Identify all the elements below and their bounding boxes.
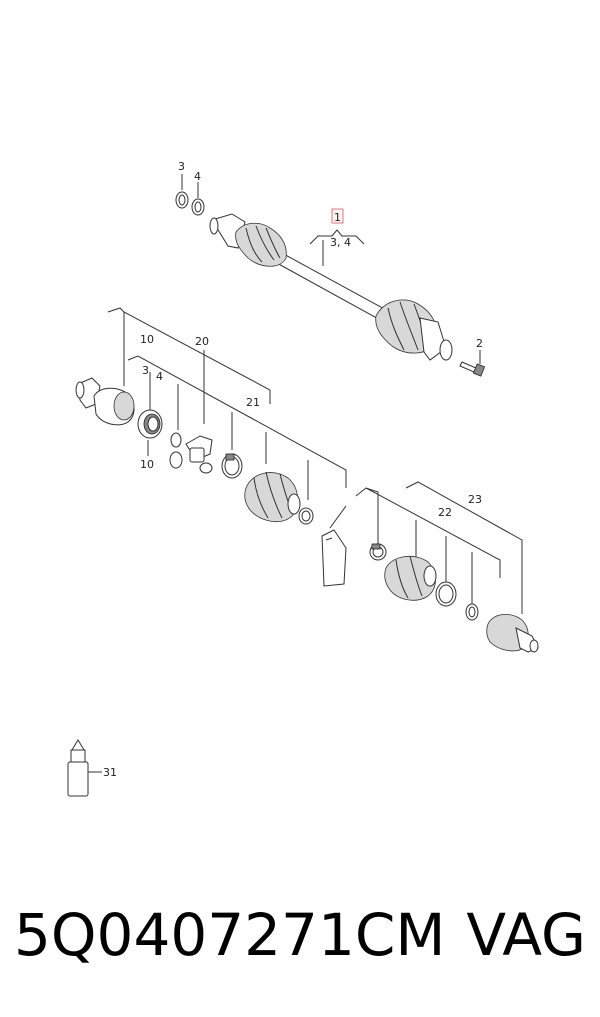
callout-1-highlight[interactable] bbox=[331, 208, 344, 224]
inner-clamp bbox=[369, 543, 387, 561]
inner-cv-joint bbox=[486, 614, 539, 653]
footer: 5Q0407271CM VAG bbox=[0, 895, 600, 975]
callout-4-top: 4 bbox=[194, 170, 201, 183]
cv-boot-inner bbox=[384, 555, 437, 601]
tripod-hub bbox=[185, 435, 213, 474]
outer-cv-joint bbox=[75, 377, 135, 426]
callout-10-top: 10 bbox=[140, 333, 154, 346]
callout-31: 31 bbox=[103, 766, 117, 779]
brand-label: VAG bbox=[466, 901, 586, 969]
exploded-parts-diagram: 1 3, 4 3 4 2 10 20 bbox=[67, 160, 539, 797]
part-number: 5Q0407271CM bbox=[14, 901, 446, 969]
grease-tube bbox=[321, 505, 347, 587]
hose-clamp bbox=[221, 453, 243, 479]
large-clamp bbox=[435, 581, 457, 607]
bolt-2: 2 bbox=[459, 337, 486, 377]
callout-10-bottom: 10 bbox=[140, 458, 154, 471]
seal-ring bbox=[465, 603, 479, 621]
callout-2: 2 bbox=[476, 337, 483, 350]
cv-boot-outer bbox=[244, 471, 301, 523]
callout-3-top: 3 bbox=[178, 160, 185, 173]
callout-1: 1 bbox=[334, 211, 341, 224]
circlip-3-top: 3 bbox=[175, 160, 189, 209]
joint-cage-10: 10 bbox=[137, 409, 163, 471]
locking-fluid-bottle: 31 bbox=[67, 739, 117, 797]
callout-23: 23 bbox=[468, 493, 482, 506]
callout-20: 20 bbox=[195, 335, 209, 348]
callout-22: 22 bbox=[438, 506, 452, 519]
callout-4-mid: 4 bbox=[156, 370, 163, 383]
callout-3-mid: 3 bbox=[142, 364, 149, 377]
small-clamp bbox=[298, 507, 314, 525]
drive-shaft-assembly: 1 3, 4 3 4 2 bbox=[175, 160, 486, 377]
callout-1-sub: 3, 4 bbox=[330, 236, 351, 249]
exploded-components: 10 20 3 4 21 10 bbox=[75, 307, 539, 653]
callout-21: 21 bbox=[246, 396, 260, 409]
ring-4-top: 4 bbox=[191, 170, 205, 216]
